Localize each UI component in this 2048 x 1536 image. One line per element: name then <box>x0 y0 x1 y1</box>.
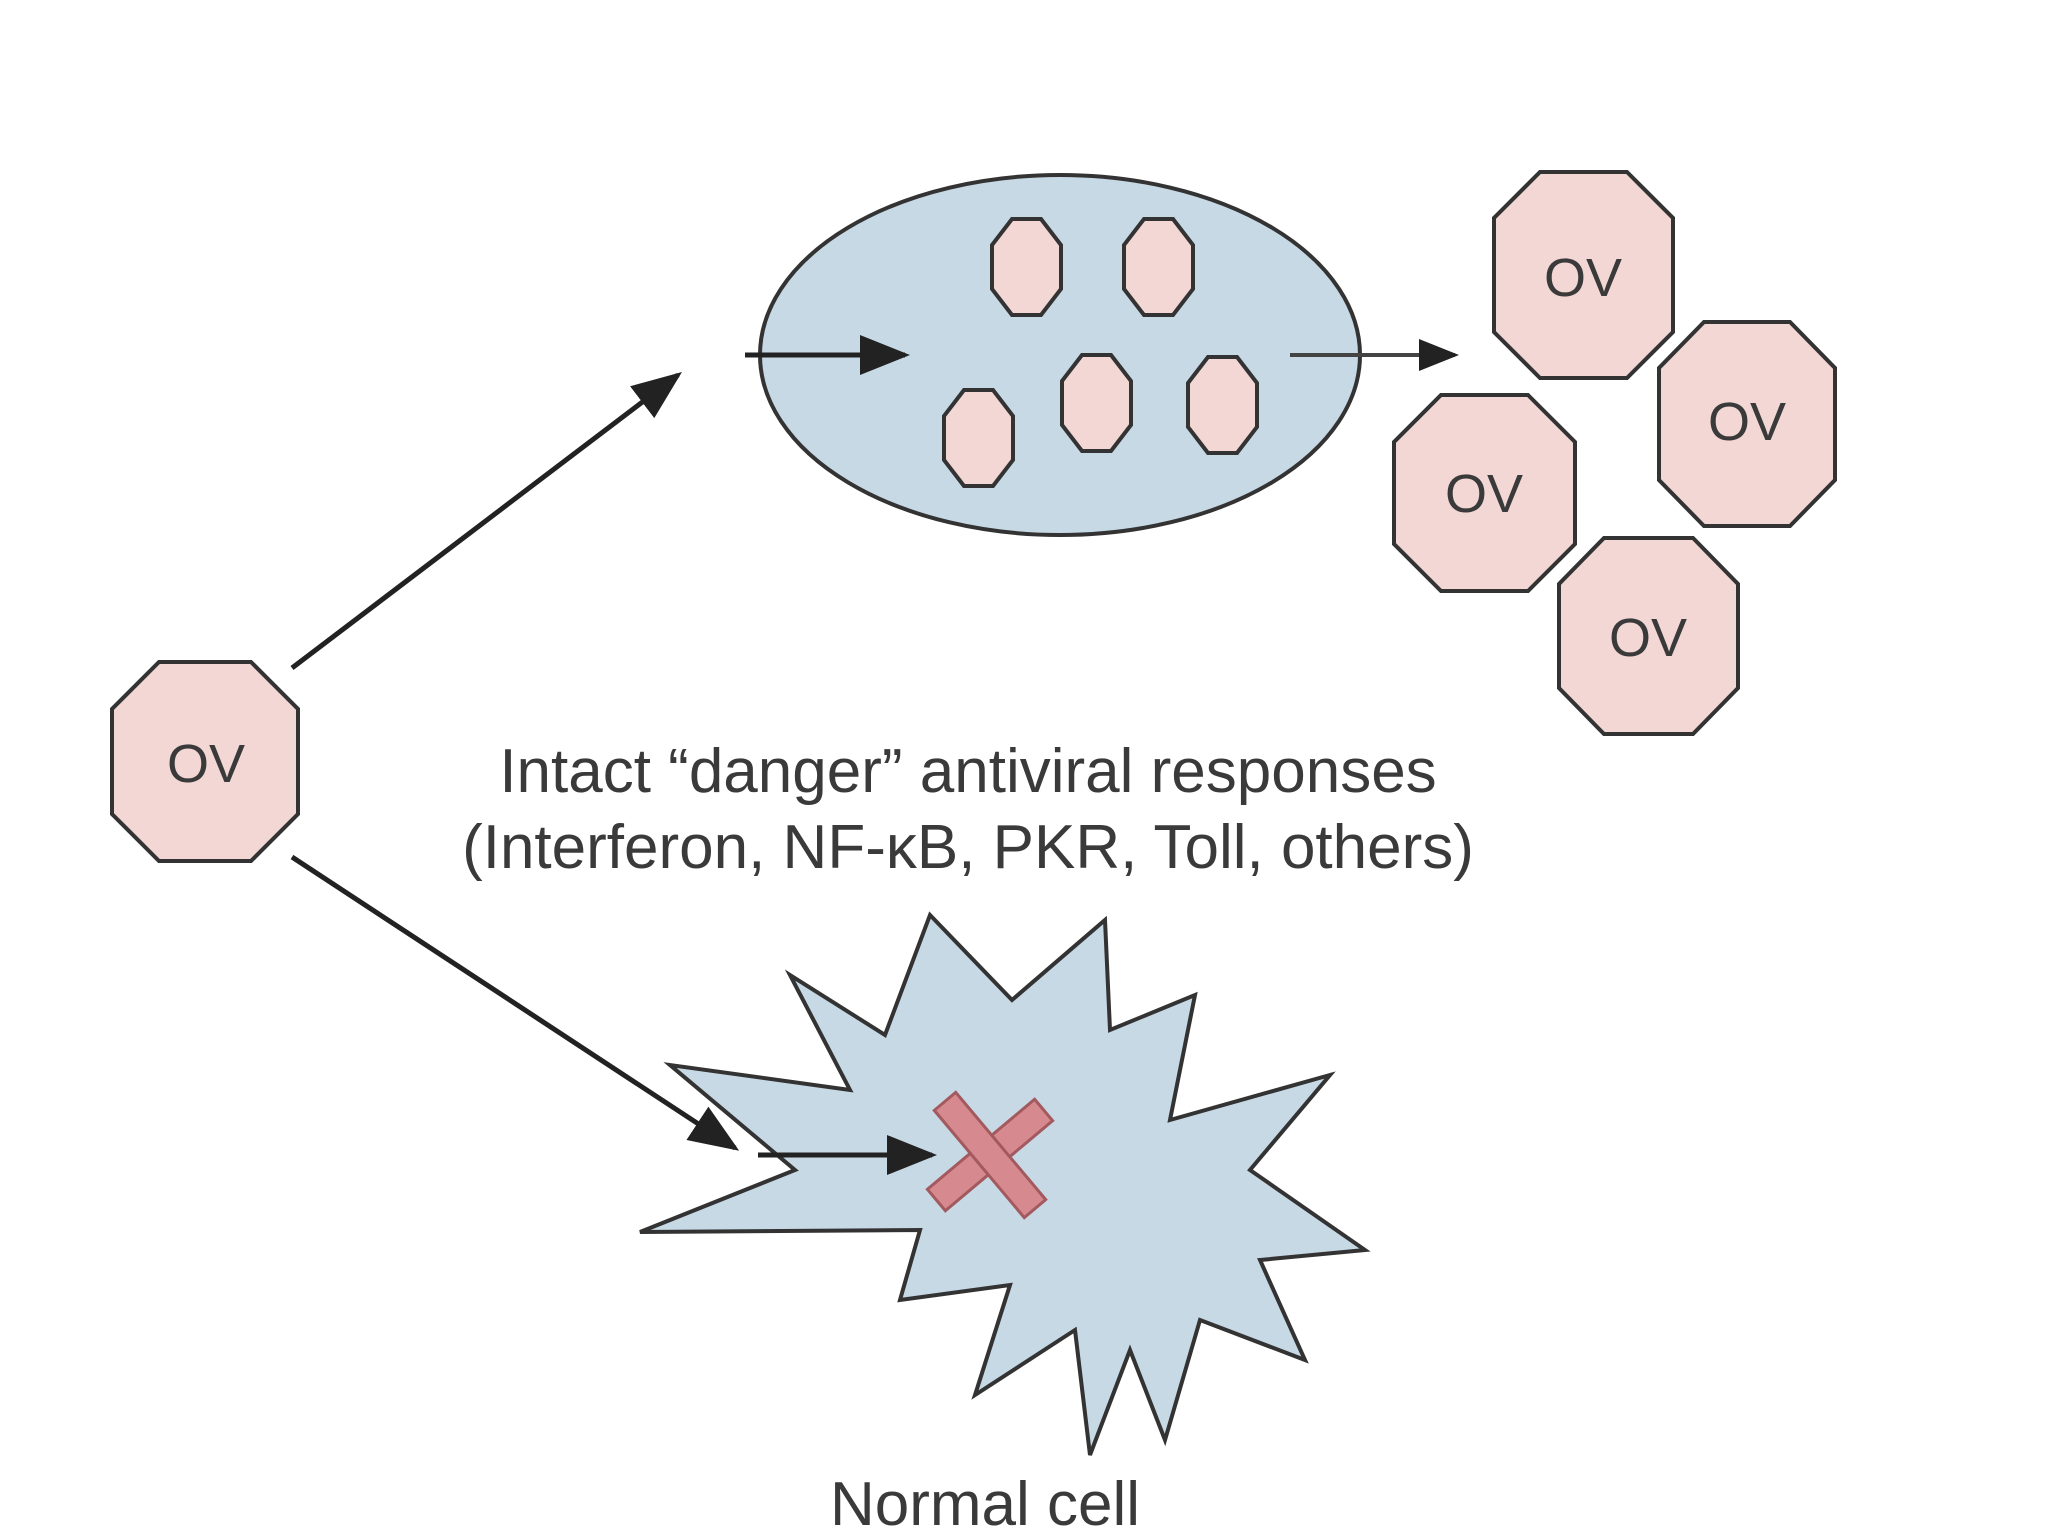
replication-blocked-x-icon <box>925 1090 1055 1220</box>
intracellular-virus <box>1186 355 1259 455</box>
intracellular-virus <box>1060 353 1133 453</box>
intracellular-virus <box>1122 217 1195 317</box>
progeny-virus: OV <box>1657 320 1837 528</box>
progeny-virus: OV <box>1392 393 1577 593</box>
virus-label: OV <box>1609 608 1687 668</box>
oncolytic-virus: OV <box>110 660 300 863</box>
arrow-to-tumor-cell <box>290 371 682 670</box>
caption-line-2: (Interferon, NF-κB, PKR, Toll, others) <box>462 813 1474 882</box>
progeny-virus: OV <box>1492 170 1675 380</box>
intracellular-virus-particles <box>942 217 1259 488</box>
intracellular-virus <box>990 217 1063 317</box>
virus-label: OV <box>1708 392 1786 452</box>
intracellular-virus <box>942 388 1015 488</box>
virus-label: OV <box>1544 248 1622 308</box>
virus-label: OV <box>167 734 245 794</box>
normal-cell-label: Normal cell <box>830 1470 1140 1536</box>
caption-line-1: Intact “danger” antiviral responses <box>499 737 1436 806</box>
progeny-virus: OV <box>1557 536 1740 736</box>
virus-label: OV <box>1445 464 1523 524</box>
arrow-to-normal-cell <box>290 854 740 1151</box>
